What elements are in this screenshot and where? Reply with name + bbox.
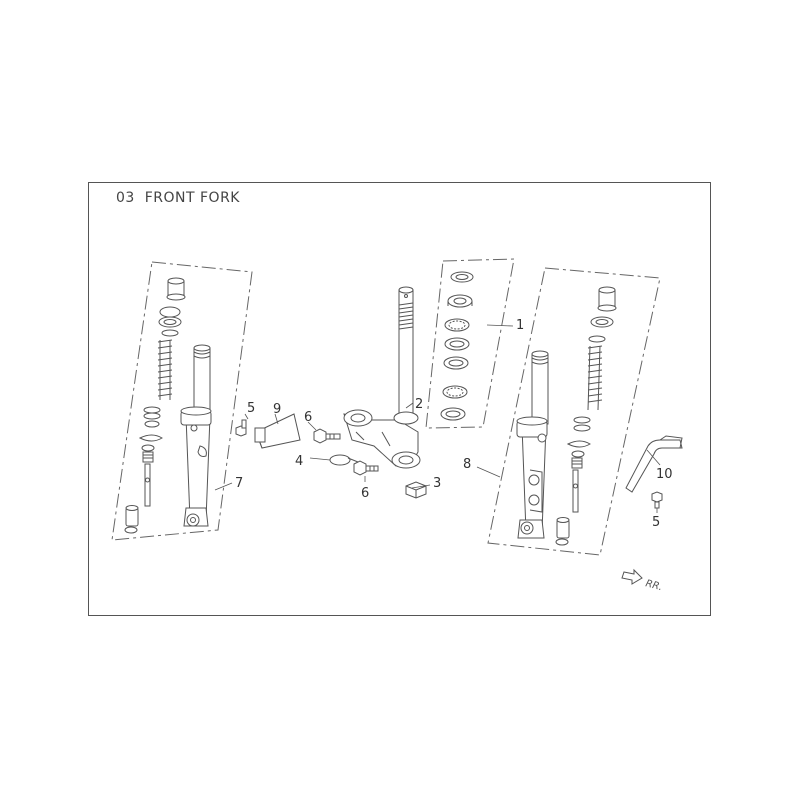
left-fork-washer	[161, 329, 179, 337]
steering-bearing-set	[425, 258, 515, 429]
right-fork-oring	[588, 335, 606, 343]
callout-6-upper: 6	[304, 410, 312, 425]
callout-5-right: 5	[652, 515, 660, 530]
steering-stem-shaft	[398, 286, 414, 416]
left-fork-slider	[180, 406, 212, 527]
bearing-top-nut	[450, 271, 474, 283]
left-fork-spring-seat	[158, 316, 182, 328]
left-fork-damper-parts	[124, 406, 163, 534]
callout-1: 1	[516, 318, 524, 333]
brake-hose-bracket	[254, 413, 301, 449]
lower-triple-clamp	[343, 409, 421, 469]
bearing-lock-nut	[447, 294, 473, 308]
left-fork-spring	[157, 339, 173, 400]
right-fork-spring	[587, 345, 603, 411]
bearing-upper-cone	[444, 337, 470, 351]
right-fork-assembly	[487, 267, 661, 556]
bearing-lower-cone	[440, 407, 466, 421]
right-fork-group-outline	[487, 267, 661, 556]
section-number: 03	[116, 190, 135, 206]
callout-5-left: 5	[247, 401, 255, 416]
diagram-heading: 03 FRONT FORK	[116, 190, 240, 206]
callout-2: 2	[415, 397, 423, 412]
bearing-lower-race	[442, 385, 468, 399]
bearing-upper-cup	[443, 356, 469, 370]
callout-7: 7	[235, 476, 243, 491]
right-fork-cap-bolt	[597, 286, 617, 312]
callout-leaders	[214, 324, 661, 513]
bearing-upper-race	[444, 318, 470, 332]
callout-4: 4	[295, 454, 303, 469]
direction-arrow: RR.	[621, 568, 664, 593]
callout-10: 10	[656, 467, 673, 482]
steering-stem-assembly	[313, 286, 427, 499]
left-fork-cap-bolt	[166, 277, 186, 301]
right-fork-tube	[531, 350, 549, 425]
section-title: FRONT FORK	[144, 190, 240, 206]
left-fork-oring	[159, 306, 181, 318]
left-fork-tube	[193, 344, 211, 419]
clamp-bolt-upper	[313, 428, 341, 444]
arrow-icon	[621, 568, 643, 585]
right-fork-damper-parts	[555, 416, 591, 546]
bracket-bolt-left	[235, 419, 247, 437]
direction-label: RR.	[644, 578, 663, 593]
left-fork-assembly	[111, 261, 253, 541]
brake-hose-guide	[625, 435, 683, 493]
callout-8: 8	[463, 457, 471, 472]
callout-3: 3	[433, 476, 441, 491]
callout-labels: 1 2 3 4 5 5 6 6 7 8 9 10	[235, 318, 673, 530]
bearing-group-outline	[425, 258, 515, 429]
left-fork-group-outline	[111, 261, 253, 541]
callout-6-lower: 6	[361, 486, 369, 501]
right-fork-spring-seat	[590, 316, 614, 328]
guide-bolt-right	[651, 491, 663, 509]
brake-hose-clamp	[405, 481, 427, 499]
diagram-frame	[88, 182, 711, 616]
callout-9: 9	[273, 402, 281, 417]
hose-clip	[329, 454, 359, 466]
clamp-bolt-lower	[353, 460, 379, 476]
right-fork-slider	[516, 416, 548, 539]
